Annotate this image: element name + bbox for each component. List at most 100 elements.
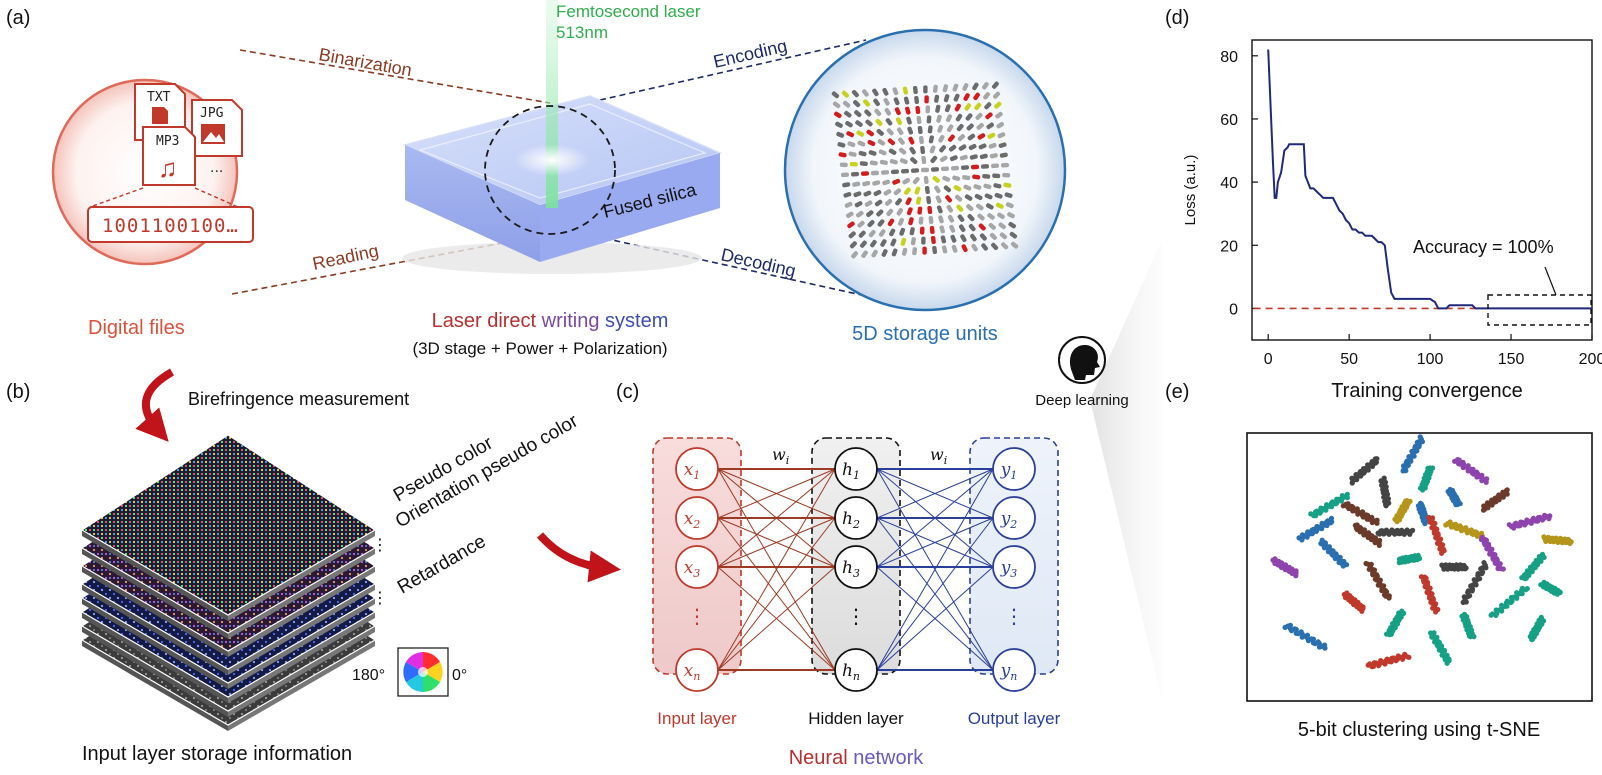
storage-voxel: [927, 125, 933, 134]
storage-voxel: [883, 189, 892, 196]
storage-voxel: [905, 106, 911, 115]
y-tick-label: 80: [1220, 49, 1238, 66]
storage-voxel: [876, 128, 884, 136]
storage-voxel: [846, 131, 855, 138]
storage-voxel: [958, 144, 967, 151]
storage-voxel: [879, 159, 888, 165]
layer-edge: [228, 598, 375, 689]
file-txt-label: TXT: [147, 90, 171, 105]
storage-voxel: [902, 178, 911, 185]
tsne-point: [1344, 491, 1350, 497]
tsne-point: [1399, 608, 1405, 614]
storage-voxel: [976, 203, 984, 211]
tsne-point: [1547, 513, 1553, 519]
storage-voxel: [990, 163, 1000, 169]
tsne-point: [1406, 654, 1412, 660]
storage-voxel: [999, 232, 1008, 240]
storage-voxel: [853, 191, 862, 198]
storage-voxel: [949, 155, 958, 162]
storage-voxel: [895, 198, 903, 206]
file-jpg-label: JPG: [200, 106, 224, 121]
storage-voxel: [962, 175, 971, 181]
tsne-point: [1504, 487, 1510, 493]
storage-voxel: [892, 87, 899, 96]
panel-label-d: (d): [1165, 7, 1189, 29]
tsne-point: [1376, 542, 1382, 549]
storage-voxel: [992, 173, 1001, 179]
tsne-cluster: [1452, 457, 1490, 485]
layer-edge: [82, 598, 228, 689]
storage-voxel: [935, 104, 941, 113]
node-label: hn: [842, 661, 860, 683]
tsne-point: [1463, 565, 1469, 571]
storage-voxel: [999, 152, 1008, 158]
storage-voxel: [921, 155, 927, 165]
layer-edge: [82, 640, 228, 731]
tsne-point: [1383, 503, 1389, 509]
storage-voxel: [907, 126, 914, 135]
loss-chart-frame: [1251, 39, 1593, 341]
storage-voxel: [878, 149, 887, 156]
storage-voxel: [981, 243, 988, 251]
storage-voxel: [896, 127, 904, 135]
encoding-line: [599, 39, 867, 101]
storage-voxel: [870, 170, 880, 176]
tsne-cluster: [1443, 519, 1485, 539]
x-tick-label: 150: [1498, 351, 1525, 368]
storage-voxel: [863, 190, 872, 197]
tsne-cluster: [1480, 487, 1510, 513]
storage-voxel: [849, 161, 858, 167]
storage-voxel: [848, 231, 856, 239]
storage-voxel: [840, 172, 850, 178]
storage-voxel: [886, 208, 894, 217]
storage-voxel: [882, 87, 889, 96]
network-edge: [717, 468, 836, 519]
storage-voxel: [971, 243, 978, 252]
storage-voxel: [875, 118, 883, 126]
laser-label-line2: 513nm: [556, 23, 608, 42]
tsne-cluster: [1415, 500, 1431, 527]
storage-voxel: [973, 92, 980, 101]
focus-dashed-circle: [484, 105, 616, 235]
storage-voxel: [909, 227, 915, 236]
storage-voxel: [929, 225, 935, 235]
tsne-cluster: [1396, 552, 1423, 566]
tsne-cluster: [1519, 551, 1547, 582]
storage-voxel: [872, 88, 879, 97]
tsne-point: [1538, 614, 1544, 620]
storage-voxel: [847, 221, 855, 229]
storage-voxel: [995, 111, 1003, 119]
network-edge: [717, 517, 836, 568]
x-tick-label: 50: [1340, 351, 1358, 368]
storage-voxel: [995, 202, 1004, 209]
storage-voxel: [888, 148, 897, 155]
storage-voxel: [867, 220, 875, 228]
storage-voxel: [978, 143, 987, 150]
layer-edge: [228, 530, 375, 621]
storage-voxel: [922, 246, 927, 255]
storage-voxel: [954, 194, 963, 202]
storage-voxel: [889, 228, 896, 237]
tsne-point: [1374, 520, 1380, 526]
storage-voxel: [912, 85, 918, 95]
storage-voxel: [921, 236, 926, 245]
storage-voxel: [897, 217, 905, 226]
storage-voxel: [895, 117, 903, 126]
storage-voxel: [861, 250, 868, 258]
storage-voxel: [993, 183, 1002, 189]
storage-voxel: [940, 166, 950, 172]
mp3-file-icon: MP3 ♫: [142, 126, 196, 186]
deep-learning-link: Deep learning: [1035, 240, 1162, 700]
storage-voxel: [890, 238, 897, 247]
storage-voxel: [974, 193, 983, 201]
storage-voxel: [968, 143, 977, 151]
network-edge: [717, 468, 836, 671]
tsne-cluster: [1270, 556, 1299, 579]
birefringence-label: Birefringence measurement: [188, 389, 409, 409]
storage-voxel: [970, 164, 980, 170]
tsne-point: [1465, 588, 1471, 594]
storage-voxel: [986, 122, 994, 130]
hidden-layer-label: Hidden layer: [808, 709, 904, 728]
tsne-point: [1310, 636, 1317, 642]
